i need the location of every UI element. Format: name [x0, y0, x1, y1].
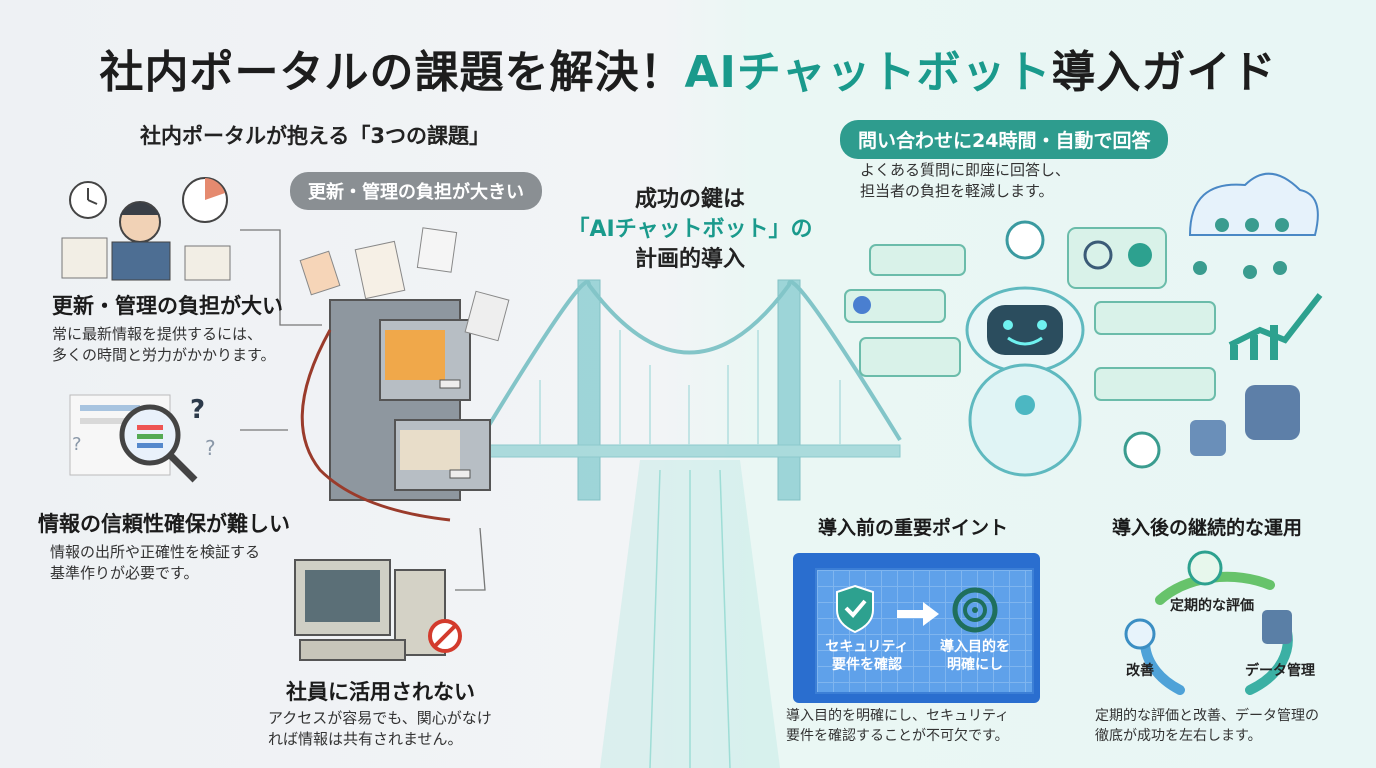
check-icon: [1128, 243, 1152, 267]
old-computer-illustration: [294, 559, 462, 661]
issue-2-body: 情報の出所や正確性を検証する 基準作りが必要です。: [38, 542, 290, 584]
before-body: 導入目的を明確にし、セキュリティ 要件を確認することが不可欠です。: [786, 706, 1009, 746]
cycle-label-data: データ管理: [1245, 663, 1315, 679]
cycle-label-evaluation: 定期的な評価: [1170, 598, 1254, 614]
issue-1-body-line1: 常に最新情報を提供するには、: [52, 325, 263, 343]
title-tail: 導入ガイド: [1051, 47, 1277, 98]
issue-1: 更新・管理の負担が大い 常に最新情報を提供するには、 多くの時間と労力がかかりま…: [52, 290, 283, 366]
blueprint-icons: [836, 584, 998, 634]
left-subtitle: 社内ポータルが抱える「3つの課題」: [140, 124, 490, 148]
after-body-line1: 定期的な評価と改善、データ管理の: [1095, 708, 1319, 724]
filing-cabinet-illustration: [299, 227, 510, 522]
search-icon: [1083, 240, 1113, 270]
issue-badge: 更新・管理の負担が大きい: [290, 172, 542, 210]
after-body: 定期的な評価と改善、データ管理の 徹底が成功を左右します。: [1095, 706, 1319, 746]
cycle-label-improve: 改善: [1126, 663, 1154, 679]
after-heading: 導入後の継続的な運用: [1112, 517, 1303, 539]
title-main: 社内ポータルの課題を解決！: [99, 47, 685, 98]
before-card-security-line1: セキュリティ: [825, 639, 909, 655]
svg-text:?: ?: [72, 434, 82, 455]
before-card-security: セキュリティ 要件を確認: [822, 638, 912, 674]
shield-icon: [836, 584, 874, 634]
issue-2-body-line2: 基準作りが必要です。: [50, 564, 199, 582]
feature-description-line1: よくある質問に即座に回答し、: [860, 161, 1071, 179]
issue-2-heading: 情報の信頼性確保が難しい: [38, 512, 290, 536]
issue-3-body-line1: アクセスが容易でも、関心がなけ: [268, 709, 492, 727]
before-card-purpose-line2: 明確にし: [947, 657, 1003, 673]
feature-description: よくある質問に即座に回答し、 担当者の負担を軽減します。: [860, 160, 1070, 202]
title-accent: AIチャットボット: [684, 47, 1052, 98]
svg-text:?: ?: [190, 395, 205, 425]
issue-3-body: アクセスが容易でも、関心がなけ れば情報は共有されません。: [268, 708, 492, 750]
center-key-message: 成功の鍵は 「AIチャットボット」の 計画的導入: [555, 185, 825, 275]
issue-3-body-line2: れば情報は共有されません。: [268, 730, 463, 748]
feature-description-line2: 担当者の負担を軽減します。: [860, 182, 1054, 200]
issue-1-heading: 更新・管理の負担が大い: [52, 294, 283, 318]
stressed-worker-illustration: [61, 177, 231, 281]
issue-2: 情報の信頼性確保が難しい 情報の出所や正確性を検証する 基準作りが必要です。: [38, 508, 290, 584]
page-title: 社内ポータルの課題を解決！AIチャットボット導入ガイド: [0, 36, 1376, 100]
before-card-purpose: 導入目的を 明確にし: [930, 638, 1020, 674]
blueprint-inner: [815, 568, 1034, 694]
issue-2-body-line1: 情報の出所や正確性を検証する: [50, 543, 261, 561]
question-icon: [853, 296, 871, 314]
connector-lines: [240, 229, 486, 591]
issue-1-body-line2: 多くの時間と労力がかかります。: [52, 346, 276, 364]
chat-bubbles: [844, 227, 1216, 401]
target-icon: [952, 587, 998, 633]
issue-1-body: 常に最新情報を提供するには、 多くの時間と労力がかかります。: [52, 324, 283, 366]
bridge-illustration: [478, 279, 902, 768]
center-line2: 「AIチャットボット」の: [567, 217, 813, 242]
before-card-purpose-line1: 導入目的を: [940, 639, 1010, 655]
before-heading: 導入前の重要ポイント: [818, 517, 1009, 539]
after-body-line2: 徹底が成功を左右します。: [1095, 728, 1262, 744]
before-body-line1: 導入目的を明確にし、セキュリティ: [786, 708, 1010, 724]
issue-3-heading: 社員に活用されない: [286, 680, 475, 704]
issue-3: 社員に活用されない アクセスが容易でも、関心がなけ れば情報は共有されません。: [268, 676, 492, 750]
cloud-network-illustration: [1123, 172, 1323, 469]
svg-text:?: ?: [205, 436, 216, 460]
robot-illustration: [965, 220, 1085, 477]
arrow-icon: [897, 602, 939, 626]
center-line3: 計画的導入: [634, 247, 745, 272]
feature-badge: 問い合わせに24時間・自動で回答: [840, 120, 1169, 159]
center-line1: 成功の鍵は: [634, 187, 745, 212]
before-card-security-line2: 要件を確認: [832, 657, 902, 673]
magnifier-illustration: ? ? ?: [69, 394, 216, 483]
before-body-line2: 要件を確認することが不可欠です。: [786, 728, 1009, 744]
